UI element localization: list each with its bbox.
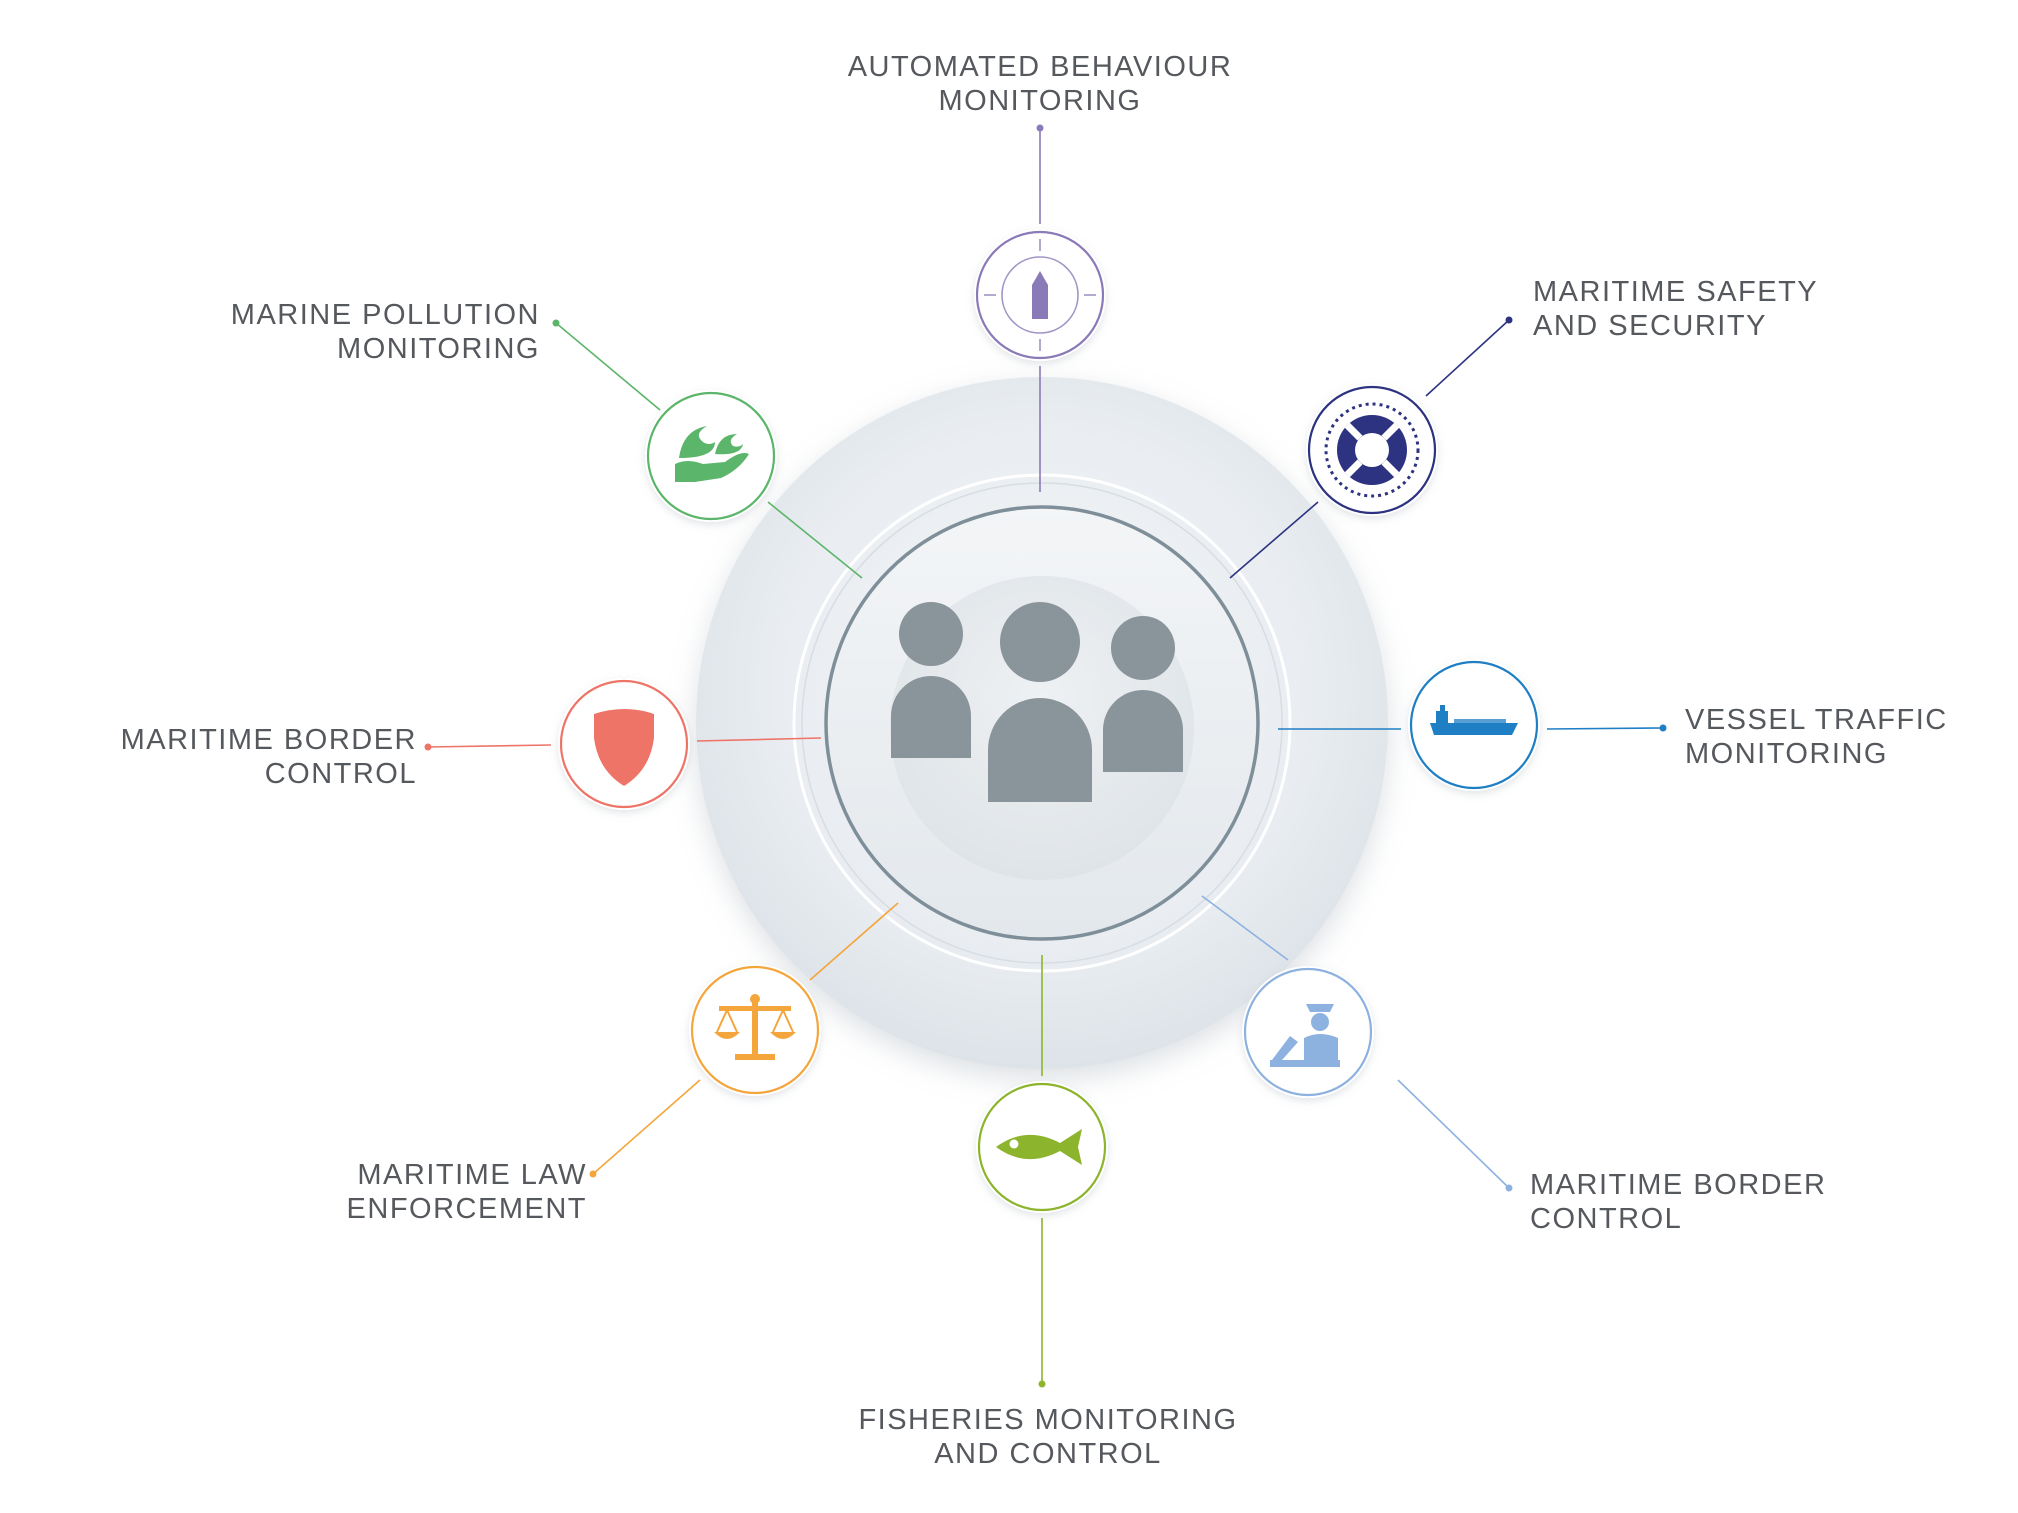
label-line: MARITIME LAW xyxy=(357,1159,587,1191)
person-body-2 xyxy=(1103,690,1183,772)
scales-of-justice-icon xyxy=(714,994,796,1060)
label-line: MARITIME SAFETY xyxy=(1533,276,1819,308)
connector-dot xyxy=(589,1170,597,1178)
connector-dot xyxy=(1659,724,1667,732)
label-line: MARITIME BORDER xyxy=(1530,1169,1827,1201)
ship-icon xyxy=(1430,705,1518,735)
person-body-1 xyxy=(988,698,1092,802)
connector-dot xyxy=(1036,124,1044,132)
connector-dot xyxy=(1038,1380,1046,1388)
connector-dot xyxy=(1505,316,1513,324)
connector-dot xyxy=(552,319,560,327)
label-line: MONITORING xyxy=(337,333,540,365)
service-node-maritime-border-control-right[interactable] xyxy=(1242,966,1374,1098)
connector-maritime-safety-security xyxy=(1229,316,1513,579)
service-node-maritime-safety-security[interactable] xyxy=(1306,384,1438,516)
fish-icon xyxy=(996,1129,1082,1165)
connector-vessel-traffic xyxy=(1278,724,1667,732)
shield-icon xyxy=(594,709,654,786)
connector-dot xyxy=(424,743,432,751)
vessel-target-crosshair-icon xyxy=(984,239,1096,351)
connector-maritime-border-control-right xyxy=(1201,895,1513,1192)
connector-fisheries xyxy=(1038,955,1046,1388)
connector-automated-behaviour xyxy=(1036,124,1044,492)
connector-maritime-border-control-left xyxy=(424,737,822,751)
service-node-fisheries[interactable] xyxy=(976,1081,1108,1213)
label-line: CONTROL xyxy=(264,758,417,790)
label-line: AND CONTROL xyxy=(934,1438,1162,1470)
label-line: CONTROL xyxy=(1530,1203,1683,1235)
service-node-marine-pollution[interactable] xyxy=(645,390,777,522)
person-body-0 xyxy=(891,676,971,758)
group-of-people-icon xyxy=(891,602,1183,802)
customs-officer-icon xyxy=(1270,1004,1340,1067)
label-line: FISHERIES MONITORING xyxy=(858,1404,1238,1436)
hand-holding-waves-icon xyxy=(675,426,749,482)
person-head-2 xyxy=(1111,616,1175,680)
label-line: MONITORING xyxy=(938,85,1142,117)
label-line: MONITORING xyxy=(1685,738,1888,770)
hub xyxy=(696,377,1388,1069)
service-node-vessel-traffic[interactable] xyxy=(1408,659,1540,791)
lifebuoy-icon xyxy=(1324,402,1420,498)
person-head-0 xyxy=(899,602,963,666)
connector-marine-pollution xyxy=(552,319,863,579)
label-line: AUTOMATED BEHAVIOUR xyxy=(847,51,1233,83)
service-node-maritime-law[interactable] xyxy=(689,964,821,1096)
service-node-automated-behaviour[interactable] xyxy=(974,229,1106,361)
label-line: ENFORCEMENT xyxy=(346,1193,587,1225)
label-line: MARITIME BORDER xyxy=(120,724,417,756)
connectors xyxy=(424,124,1667,1388)
connector-dot xyxy=(1505,1184,1513,1192)
person-head-1 xyxy=(1000,602,1080,682)
label-line: MARINE POLLUTION xyxy=(230,299,540,331)
service-node-maritime-border-control-left[interactable] xyxy=(558,678,690,810)
label-line: AND SECURITY xyxy=(1533,310,1767,342)
service-nodes xyxy=(558,229,1540,1213)
label-line: VESSEL TRAFFIC xyxy=(1685,704,1948,736)
connector-maritime-law xyxy=(589,902,899,1178)
